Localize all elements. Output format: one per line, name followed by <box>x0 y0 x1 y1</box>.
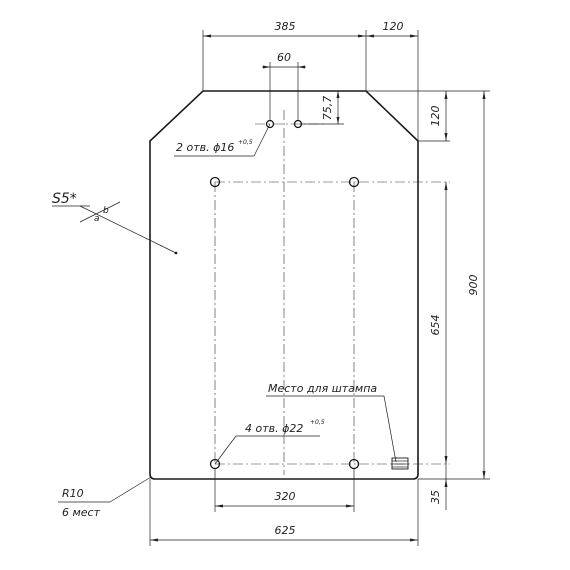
plate-outline <box>149 90 419 480</box>
holes <box>209 119 360 470</box>
leader-radius: R10 6 мест <box>58 476 152 519</box>
dim-385-label: 385 <box>275 20 296 33</box>
leader-top-holes: 2 отв. ϕ16 +0,5 <box>174 123 271 157</box>
dim-hole-offset: 75,7 <box>300 91 344 125</box>
dim-top-width: 385 <box>202 20 367 91</box>
top-holes-tolerance: +0,5 <box>238 139 253 146</box>
dim-320-label: 320 <box>275 490 296 503</box>
dim-75-7-label: 75,7 <box>321 96 334 121</box>
dim-hole-spacing-top: 60 <box>262 51 306 120</box>
top-holes-label: 2 отв. ϕ16 <box>176 141 234 154</box>
dim-total-width: 625 <box>149 479 419 546</box>
dim-625-label: 625 <box>275 524 296 537</box>
dim-654-label: 654 <box>429 315 442 336</box>
dim-total-height: 900 <box>418 91 490 480</box>
dim-hole-spacing-vertical: 654 <box>429 182 448 464</box>
radius-count-label: 6 мест <box>62 506 101 519</box>
leader-thickness: S5* a b <box>52 191 178 255</box>
dim-top-chamfer: 120 <box>366 20 419 141</box>
dim-120-right-label: 120 <box>429 106 442 127</box>
hole-top-left <box>265 119 275 129</box>
dim-chamfer-height: 120 <box>366 90 490 142</box>
weld-b-label: b <box>103 206 109 216</box>
leader-bottom-holes: 4 отв. ϕ22 +0,5 <box>214 419 325 465</box>
center-lines <box>214 110 450 475</box>
leader-stamp-place: Место для штампа <box>266 382 397 463</box>
thickness-label: S5* <box>52 191 77 207</box>
radius-label: R10 <box>62 487 84 500</box>
stamp-rect <box>391 457 409 470</box>
dim-120-top-label: 120 <box>383 20 404 33</box>
hole-mid-right <box>348 176 360 188</box>
stamp-place-label: Место для штампа <box>268 382 377 395</box>
dim-bottom-offset: 35 <box>429 464 448 510</box>
dim-hole-spacing-bottom: 320 <box>214 468 355 512</box>
dim-900-label: 900 <box>467 275 480 296</box>
bottom-holes-tolerance: +0,5 <box>310 419 325 426</box>
weld-a-label: a <box>94 214 100 224</box>
hole-mid-left <box>209 176 221 188</box>
dim-35-label: 35 <box>429 490 442 504</box>
bottom-holes-label: 4 отв. ϕ22 <box>245 422 303 435</box>
dim-60-label: 60 <box>277 51 291 64</box>
